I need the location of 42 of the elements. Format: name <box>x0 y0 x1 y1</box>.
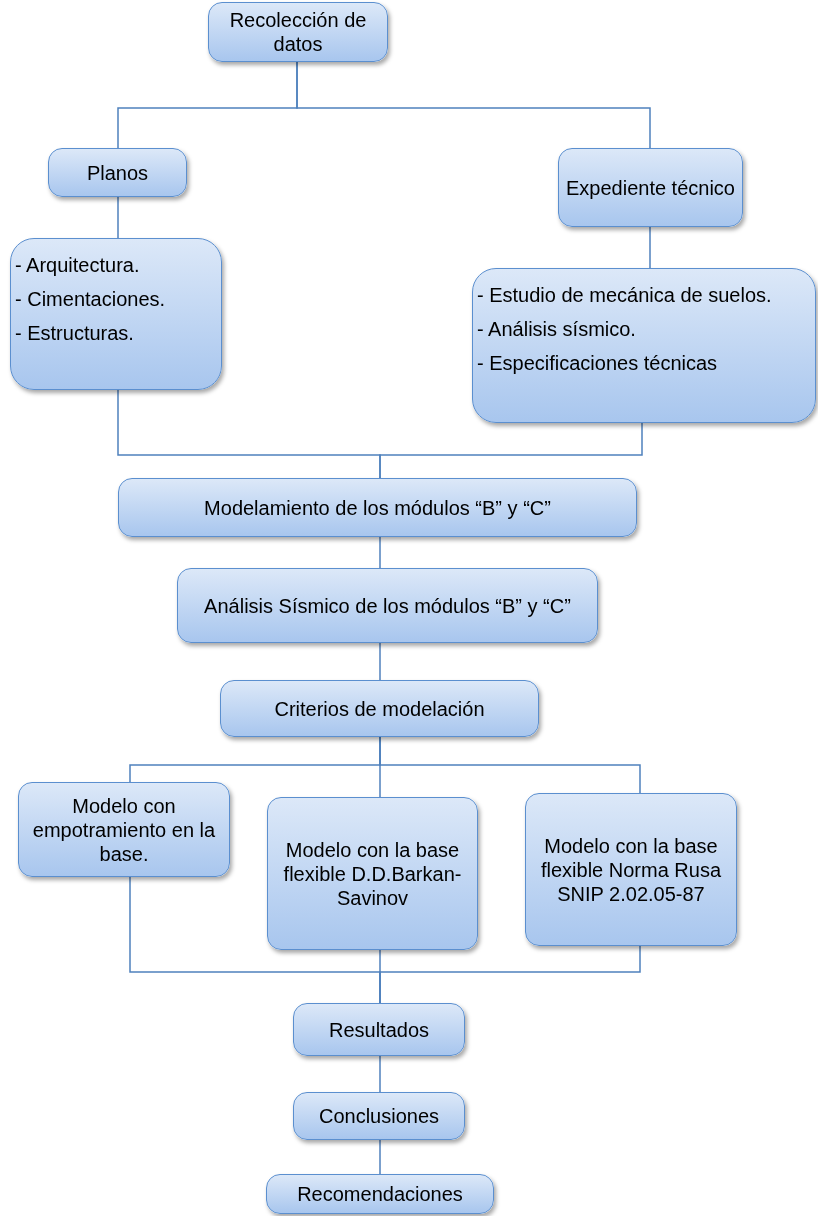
process-box <box>267 797 478 950</box>
process-box <box>293 1003 465 1056</box>
list-item: - Especificaciones técnicas <box>477 351 718 375</box>
process-box <box>525 793 737 946</box>
process-box <box>177 568 598 643</box>
list-item: - Arquitectura. <box>15 253 140 277</box>
list-item: - Análisis sísmico. <box>477 317 636 341</box>
connector-line <box>379 1139 381 1175</box>
list-box <box>10 238 222 390</box>
connector-line <box>379 736 641 794</box>
process-box <box>558 148 743 227</box>
process-box <box>293 1092 465 1140</box>
connector-line <box>379 536 381 569</box>
process-box <box>48 148 187 197</box>
process-box <box>118 478 637 537</box>
list-item: - Estructuras. <box>15 321 134 345</box>
connector-line <box>296 61 651 149</box>
box-label: Conclusiones <box>318 1104 440 1128</box>
box-label: Recomendaciones <box>297 1182 463 1206</box>
connector-line <box>379 642 381 681</box>
box-label: Recolección de datos <box>228 8 368 56</box>
box-label: Resultados <box>328 1017 430 1042</box>
box-label: Modelamiento de los módulos “B” y “C” <box>204 495 551 520</box>
connector-line <box>379 945 641 1004</box>
box-label: Modelo con la base flexible D.D.Barkan-Savinov <box>282 837 463 910</box>
connector-line <box>379 1055 381 1093</box>
connector-line <box>117 196 119 239</box>
connector-line <box>649 226 651 269</box>
box-label: Criterios de modelación <box>274 696 485 721</box>
process-box <box>18 782 230 877</box>
process-box <box>208 2 388 62</box>
box-label: Expediente técnico <box>566 175 735 200</box>
process-box <box>220 680 539 737</box>
connector-line <box>379 422 643 479</box>
process-box <box>266 1174 494 1214</box>
box-label: Análisis Sísmico de los módulos “B” y “C” <box>204 593 571 618</box>
box-label: Modelo con la base flexible Norma Rusa SNIP 2.02.05-87 <box>539 833 723 906</box>
box-label: Modelo con empotramiento en la base. <box>31 793 217 866</box>
list-item: - Estudio de mecánica de suelos. <box>477 283 772 307</box>
box-label: Planos <box>86 160 149 185</box>
list-item: - Cimentaciones. <box>15 287 166 311</box>
list-box <box>472 268 816 423</box>
